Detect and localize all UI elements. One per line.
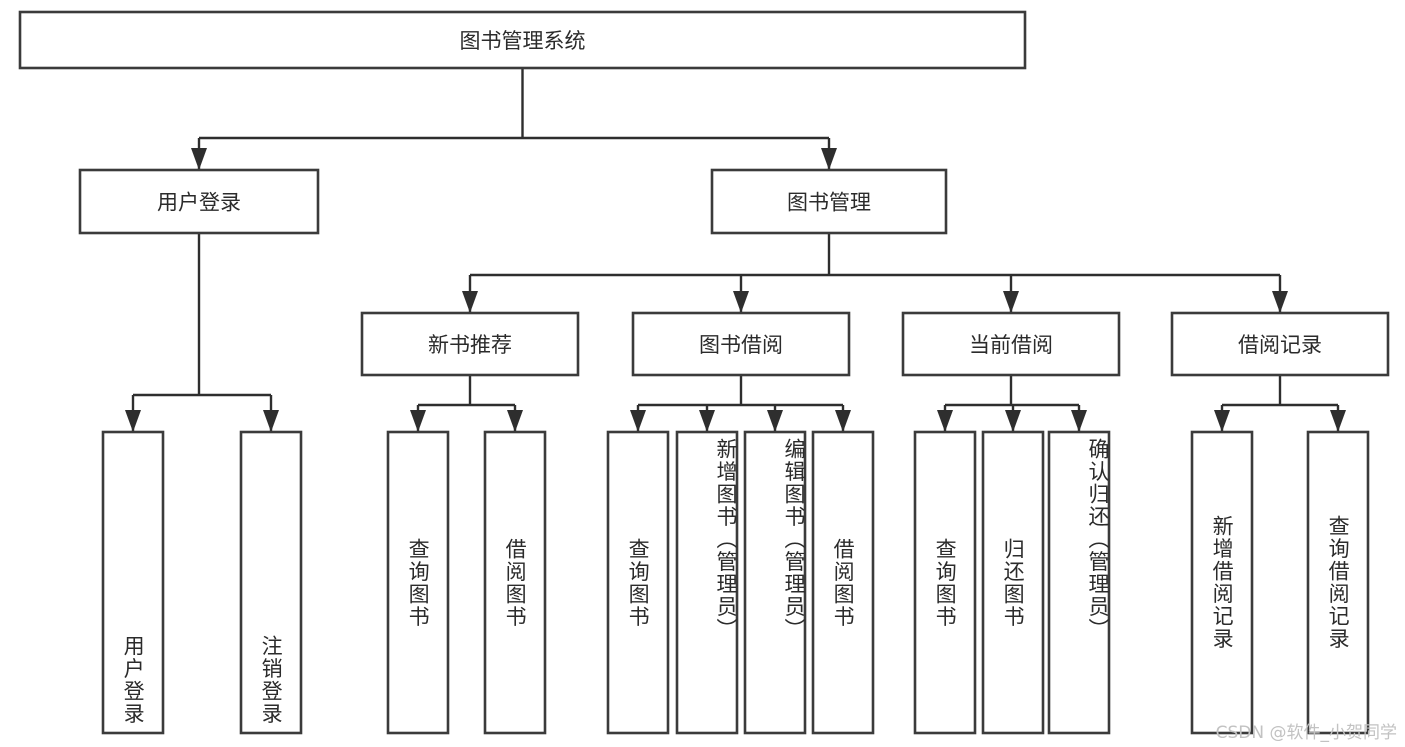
leaf-user-login-0-box[interactable] [101, 430, 165, 735]
arrow-head-icon [699, 410, 715, 432]
arrow-head-icon [1071, 410, 1087, 432]
arrow-head-icon [462, 291, 478, 313]
arrow-head-icon [410, 410, 426, 432]
leaf-user-login-1-box[interactable] [239, 430, 303, 735]
node-book-borrow-box[interactable] [631, 311, 851, 377]
leaf-current-borrow-2-box[interactable] [1047, 430, 1111, 735]
node-book-management-box[interactable] [710, 168, 948, 235]
connectors-layer [125, 68, 1346, 432]
arrow-head-icon [835, 410, 851, 432]
leaf-current-borrow-0-box[interactable] [913, 430, 977, 735]
leaf-new-book-recommend-0-box[interactable] [386, 430, 450, 735]
leaf-book-borrow-0-box[interactable] [606, 430, 670, 735]
node-borrow-records-box[interactable] [1170, 311, 1390, 377]
arrow-head-icon [767, 410, 783, 432]
arrow-head-icon [1272, 291, 1288, 313]
watermark-text: CSDN @软件_小贺同学 [1215, 723, 1397, 743]
arrow-head-icon [1003, 291, 1019, 313]
node-current-borrow-box[interactable] [901, 311, 1121, 377]
leaf-book-borrow-1-box[interactable] [675, 430, 739, 735]
arrow-head-icon [821, 148, 837, 170]
arrow-head-icon [1005, 410, 1021, 432]
node-user-login-box[interactable] [78, 168, 320, 235]
arrow-head-icon [630, 410, 646, 432]
arrow-head-icon [733, 291, 749, 313]
arrow-head-icon [191, 148, 207, 170]
arrow-head-icon [125, 410, 141, 432]
node-root-label: 图书管理系统 [460, 29, 586, 53]
arrow-head-icon [507, 410, 523, 432]
leaf-book-borrow-3-box[interactable] [811, 430, 875, 735]
leaf-borrow-records-0-box[interactable] [1190, 430, 1254, 735]
leaf-current-borrow-1-box[interactable] [981, 430, 1045, 735]
arrow-head-icon [937, 410, 953, 432]
node-root-box[interactable] [18, 10, 1027, 70]
leaf-book-borrow-2-box[interactable] [743, 430, 807, 735]
leaf-new-book-recommend-1-box[interactable] [483, 430, 547, 735]
arrow-head-icon [1330, 410, 1346, 432]
node-new-book-recommend-label: 新书推荐 [428, 333, 512, 357]
node-book-borrow-label: 图书借阅 [699, 333, 783, 357]
node-current-borrow-label: 当前借阅 [969, 333, 1053, 357]
node-user-login-label: 用户登录 [157, 191, 241, 215]
node-new-book-recommend-box[interactable] [360, 311, 580, 377]
node-borrow-records-label: 借阅记录 [1238, 333, 1322, 357]
leaf-borrow-records-1-box[interactable] [1306, 430, 1370, 735]
boxes-layer [18, 10, 1390, 735]
node-book-management-label: 图书管理 [787, 191, 871, 215]
arrow-head-icon [1214, 410, 1230, 432]
arrow-head-icon [263, 410, 279, 432]
